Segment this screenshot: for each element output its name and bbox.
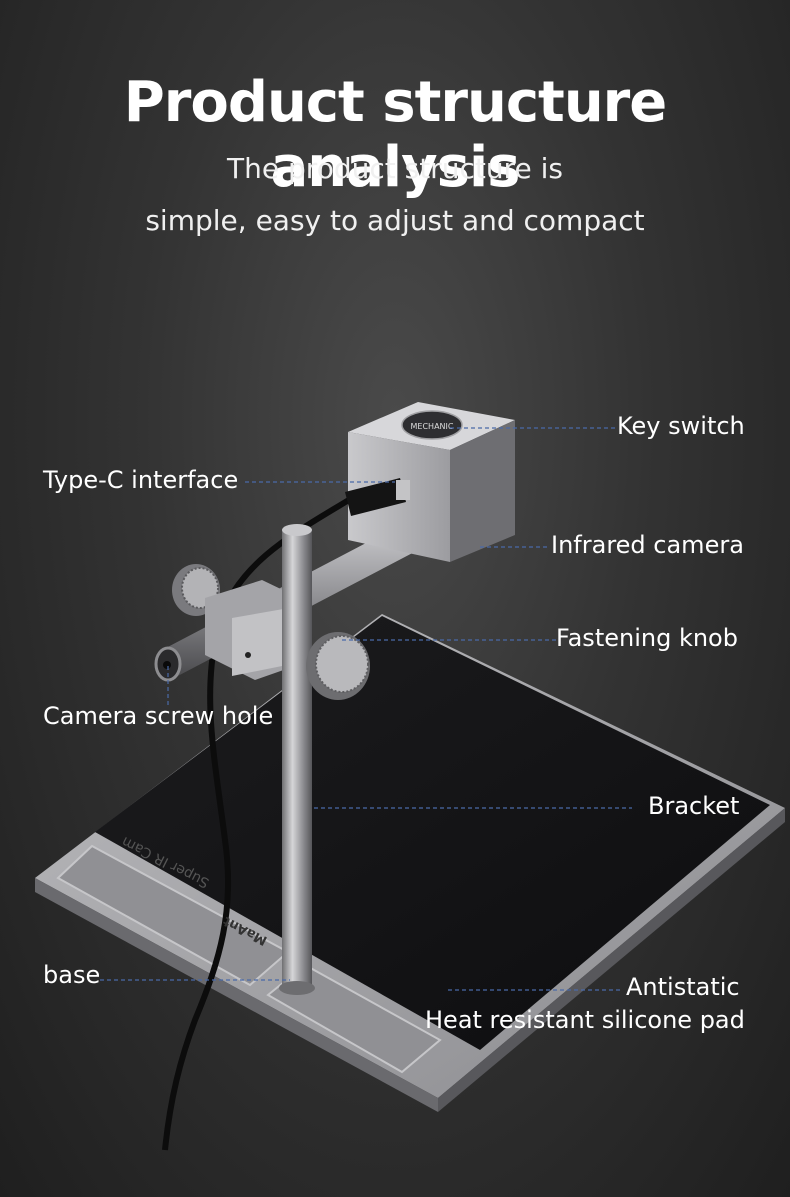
label-key-switch: Key switch [617,412,745,440]
label-bracket: Bracket [648,792,740,820]
leader-lines [100,427,632,991]
subtitle-line-1: The product structure is [227,152,563,185]
cable [162,495,354,1151]
label-fastening-knob: Fastening knob [556,624,738,652]
label-type-c-interface: Type-C interface [43,466,239,494]
silicone-pad [95,616,770,1050]
label-base: base [43,961,101,989]
infrared-camera-cube: MECHANIC [348,402,515,562]
brand-logo: MECHANIC [411,422,454,431]
page-title: Product structure analysis [123,70,668,200]
label-infrared-camera: Infrared camera [551,531,744,559]
type-c-plug [345,478,410,516]
label-camera-screw-hole: Camera screw hole [43,702,274,730]
subtitle-line-2: simple, easy to adjust and compact [145,204,645,237]
key-switch-button [401,410,463,440]
label-antistatic: Antistatic [626,973,740,1001]
right-knob [306,632,370,700]
bracket-pillar [279,524,315,995]
label-silicone-pad: Heat resistant silicone pad [425,1006,745,1034]
